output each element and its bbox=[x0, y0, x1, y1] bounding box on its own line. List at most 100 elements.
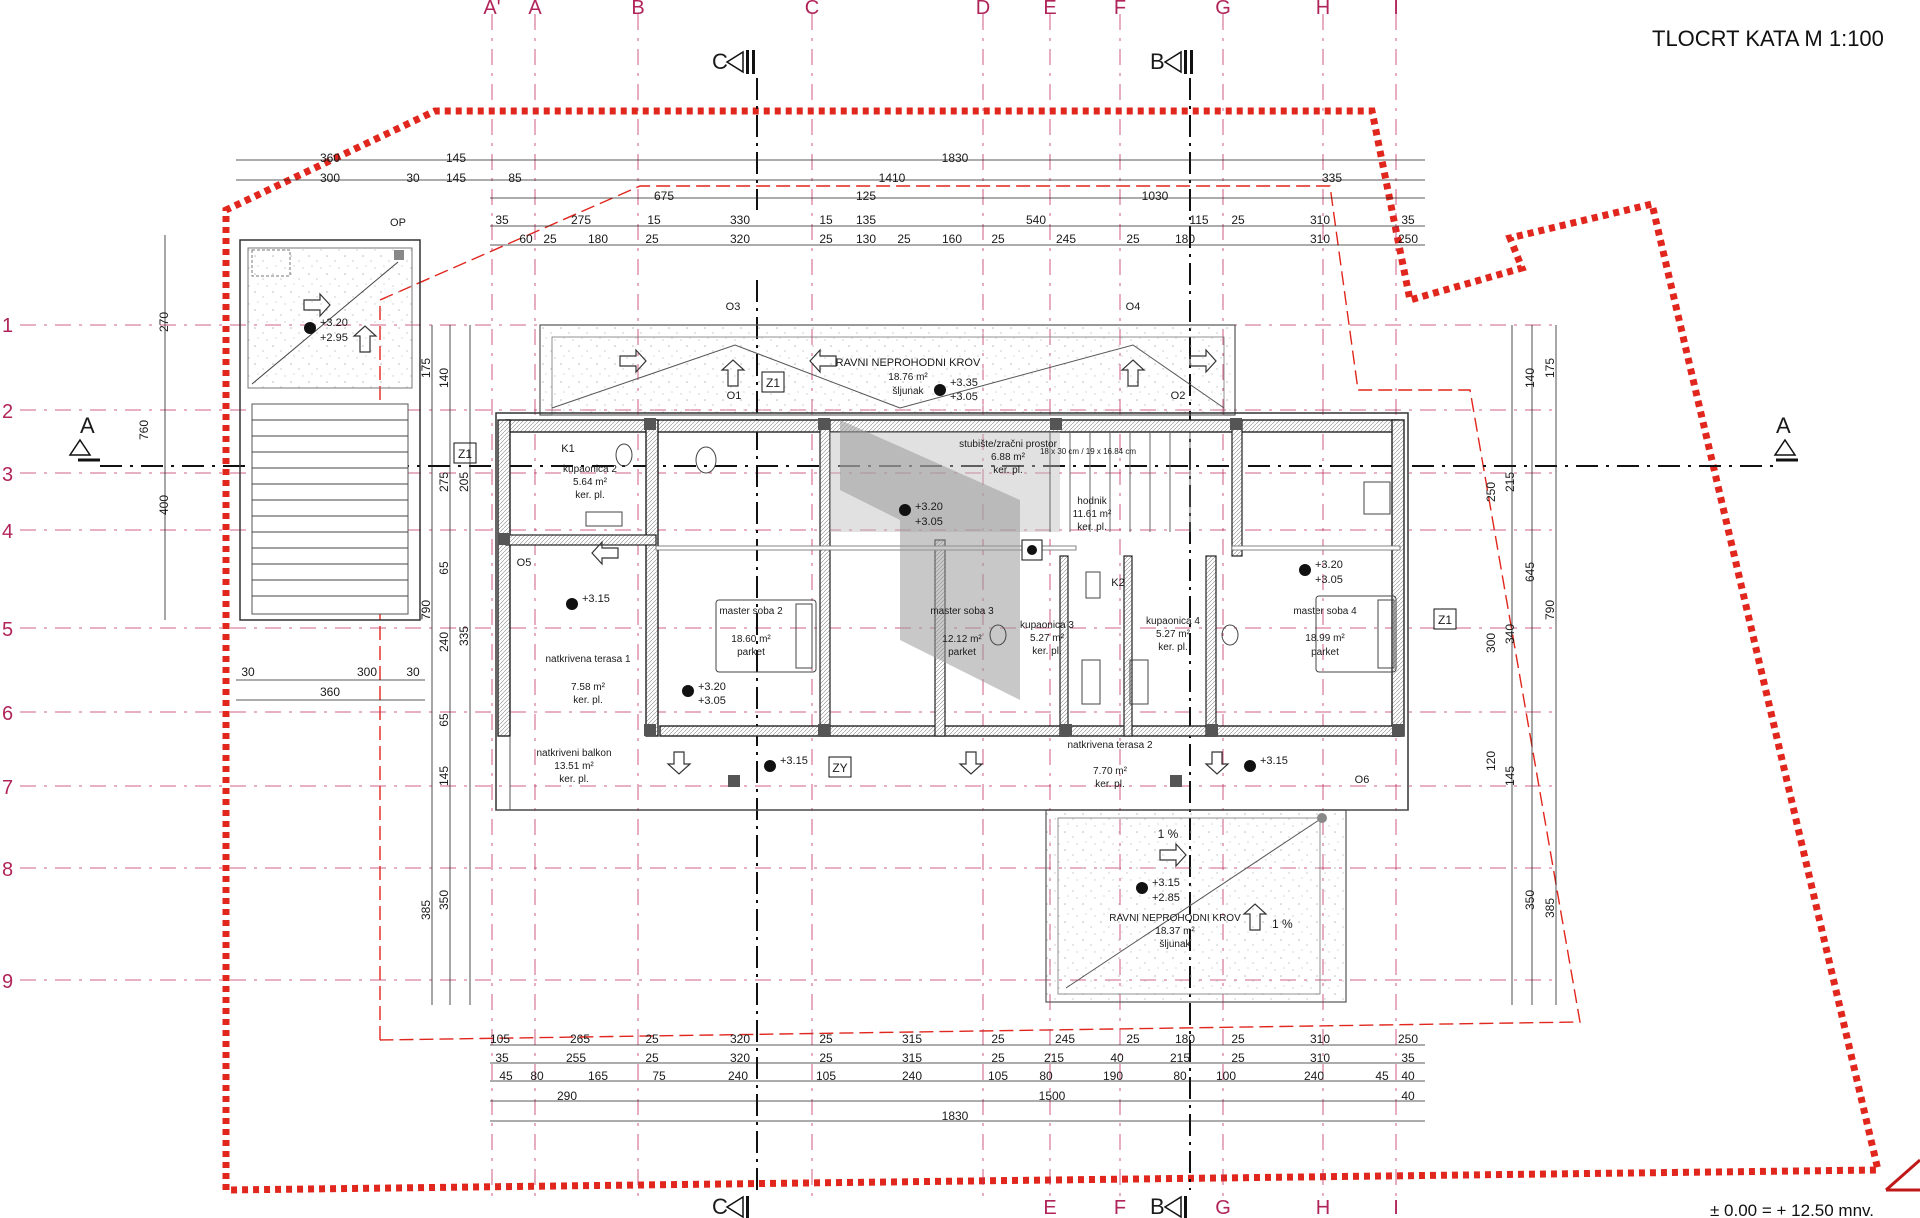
svg-text:1: 1 bbox=[2, 315, 13, 337]
svg-text:320: 320 bbox=[730, 1051, 750, 1065]
svg-text:240: 240 bbox=[728, 1069, 748, 1083]
svg-text:O3: O3 bbox=[726, 301, 741, 313]
svg-text:180: 180 bbox=[1175, 1032, 1195, 1046]
level-markers: +3.15 +3.20 +3.05 +3.20 +3.05 +3.15 +3.1… bbox=[566, 501, 1343, 772]
svg-text:135: 135 bbox=[856, 213, 876, 227]
section-markers: C B C B A A bbox=[68, 49, 1798, 1218]
svg-text:105: 105 bbox=[988, 1069, 1008, 1083]
svg-text:8: 8 bbox=[2, 859, 13, 881]
svg-text:RAVNI NEPROHODNI KROV: RAVNI NEPROHODNI KROV bbox=[836, 357, 981, 369]
svg-text:25: 25 bbox=[1126, 1032, 1140, 1046]
svg-text:3: 3 bbox=[2, 464, 13, 486]
svg-text:300: 300 bbox=[1484, 633, 1498, 653]
svg-text:25: 25 bbox=[645, 1051, 659, 1065]
svg-text:stubište/zračni prostor: stubište/zračni prostor bbox=[959, 439, 1057, 450]
svg-text:F: F bbox=[1114, 0, 1126, 19]
svg-text:master soba 2: master soba 2 bbox=[719, 606, 783, 617]
svg-text:18 x 30 cm / 19 x 16.84 cm: 18 x 30 cm / 19 x 16.84 cm bbox=[1040, 447, 1136, 456]
svg-text:180: 180 bbox=[588, 232, 608, 246]
svg-text:ker. pl.: ker. pl. bbox=[573, 695, 602, 706]
svg-text:7: 7 bbox=[2, 777, 13, 799]
svg-text:O6: O6 bbox=[1355, 774, 1370, 786]
svg-text:H: H bbox=[1316, 0, 1330, 19]
svg-text:60: 60 bbox=[519, 232, 533, 246]
svg-text:145: 145 bbox=[1503, 766, 1517, 786]
svg-text:250: 250 bbox=[1484, 482, 1498, 502]
svg-text:6.88 m²: 6.88 m² bbox=[991, 452, 1026, 463]
svg-text:205: 205 bbox=[457, 472, 471, 492]
svg-text:RAVNI NEPROHODNI KROV: RAVNI NEPROHODNI KROV bbox=[1109, 913, 1241, 924]
svg-text:115: 115 bbox=[1189, 213, 1208, 227]
element-tags: Z1 Z1 ZY K1 K2 O5 O6 bbox=[453, 442, 1457, 786]
svg-text:40: 40 bbox=[1401, 1069, 1415, 1083]
svg-text:265: 265 bbox=[570, 1032, 590, 1046]
svg-text:215: 215 bbox=[1503, 472, 1517, 492]
svg-text:335: 335 bbox=[457, 626, 471, 646]
svg-text:145: 145 bbox=[446, 171, 466, 185]
svg-text:240: 240 bbox=[437, 632, 451, 652]
north-arrow-corner bbox=[1885, 1158, 1920, 1192]
svg-text:kupaonica 3: kupaonica 3 bbox=[1020, 620, 1074, 631]
svg-text:25: 25 bbox=[1231, 213, 1245, 227]
svg-text:160: 160 bbox=[942, 232, 962, 246]
stair-void bbox=[830, 420, 1191, 700]
svg-text:350: 350 bbox=[1523, 890, 1537, 910]
svg-text:385: 385 bbox=[419, 900, 433, 920]
svg-text:E: E bbox=[1043, 0, 1056, 19]
dimension-text: 145 1830 360 300 30 145 85 1410 335 675 … bbox=[137, 151, 1557, 1123]
svg-text:145: 145 bbox=[446, 151, 466, 165]
plot-boundary bbox=[222, 107, 1883, 1194]
svg-text:Z1: Z1 bbox=[766, 376, 780, 390]
svg-text:310: 310 bbox=[1310, 1051, 1330, 1065]
svg-text:275: 275 bbox=[437, 472, 451, 492]
svg-text:35: 35 bbox=[1401, 213, 1415, 227]
svg-text:ZY: ZY bbox=[832, 761, 847, 775]
svg-text:O1: O1 bbox=[727, 390, 742, 402]
svg-text:45: 45 bbox=[1375, 1069, 1389, 1083]
svg-text:300: 300 bbox=[320, 171, 340, 185]
svg-text:215: 215 bbox=[1044, 1051, 1064, 1065]
svg-text:K1: K1 bbox=[561, 443, 574, 455]
svg-text:540: 540 bbox=[1026, 213, 1046, 227]
svg-text:+2.85: +2.85 bbox=[1152, 892, 1180, 904]
svg-text:K2: K2 bbox=[1111, 577, 1124, 589]
svg-text:215: 215 bbox=[1170, 1051, 1190, 1065]
svg-text:kupaonica 4: kupaonica 4 bbox=[1146, 616, 1200, 627]
svg-text:80: 80 bbox=[1173, 1069, 1187, 1083]
svg-text:30: 30 bbox=[241, 665, 255, 679]
svg-text:4: 4 bbox=[2, 521, 13, 543]
svg-text:18.37 m²: 18.37 m² bbox=[1155, 926, 1195, 937]
svg-text:675: 675 bbox=[654, 189, 674, 203]
svg-text:H: H bbox=[1316, 1197, 1330, 1218]
svg-text:+3.35: +3.35 bbox=[950, 377, 978, 389]
svg-text:25: 25 bbox=[991, 232, 1005, 246]
svg-text:310: 310 bbox=[1310, 1032, 1330, 1046]
svg-text:310: 310 bbox=[1310, 213, 1330, 227]
svg-text:ker. pl.: ker. pl. bbox=[559, 774, 588, 785]
svg-text:310: 310 bbox=[1310, 232, 1330, 246]
roof-south: 1 % +3.15 +2.85 RAVNI NEPROHODNI KROV 18… bbox=[1045, 809, 1347, 1003]
svg-text:+3.05: +3.05 bbox=[698, 695, 726, 707]
grid-labels: A' A B C D E F G H I E F G H I 1 2 3 4 5… bbox=[2, 0, 1399, 1218]
svg-text:+3.15: +3.15 bbox=[780, 755, 808, 767]
svg-text:+3.20: +3.20 bbox=[320, 317, 348, 329]
svg-text:parket: parket bbox=[1311, 647, 1339, 658]
svg-text:270: 270 bbox=[157, 312, 171, 332]
svg-text:340: 340 bbox=[1503, 624, 1517, 644]
svg-text:100: 100 bbox=[1216, 1069, 1236, 1083]
room-labels: kupaonica 2 5.64 m² ker. pl. stubište/zr… bbox=[536, 439, 1357, 790]
svg-text:G: G bbox=[1215, 1197, 1231, 1218]
svg-text:35: 35 bbox=[495, 1051, 509, 1065]
svg-text:parket: parket bbox=[948, 647, 976, 658]
svg-text:+3.05: +3.05 bbox=[950, 391, 978, 403]
svg-text:240: 240 bbox=[1304, 1069, 1324, 1083]
svg-text:25: 25 bbox=[897, 232, 911, 246]
svg-text:O2: O2 bbox=[1171, 390, 1186, 402]
building-walls bbox=[495, 412, 1409, 811]
svg-text:O5: O5 bbox=[517, 557, 532, 569]
svg-text:175: 175 bbox=[1543, 358, 1557, 378]
svg-text:400: 400 bbox=[157, 495, 171, 515]
svg-text:125: 125 bbox=[856, 189, 876, 203]
svg-text:25: 25 bbox=[819, 232, 833, 246]
svg-text:ker. pl.: ker. pl. bbox=[1032, 646, 1061, 657]
